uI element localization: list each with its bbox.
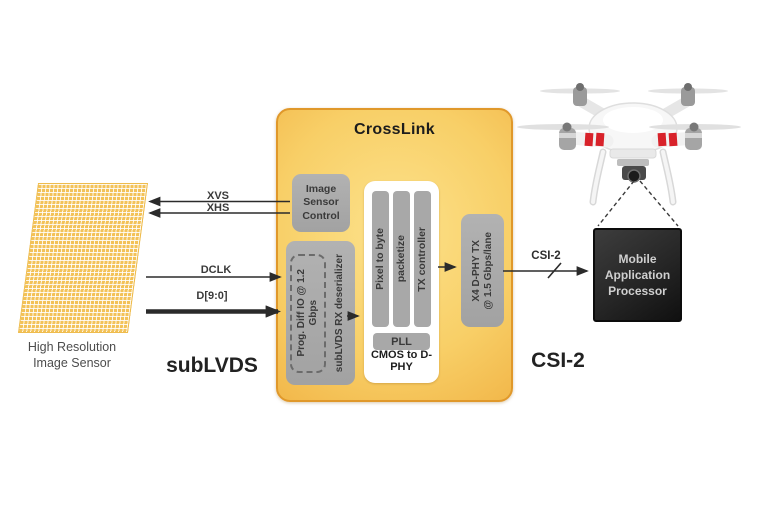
drone-camera-lens-icon: [627, 169, 641, 183]
drone-red-stripe-right-1: [657, 132, 667, 147]
drone-rear-left-motor: [573, 87, 587, 106]
dphy-tx-label: X4 D-PHY TX @ 1.5 Gbps/lane: [470, 231, 494, 310]
packetize-label: packetize: [395, 235, 408, 283]
drone-rear-right-motor-cap: [684, 83, 692, 91]
drone-front-left-motor-cap: [562, 122, 572, 132]
tx-controller-block: TX controller: [414, 191, 431, 327]
rx-deserializer-label: subLVDS RX deserializer: [333, 253, 345, 373]
pll-block: PLL: [373, 333, 430, 350]
tx-controller-label: TX controller: [416, 226, 429, 292]
drone-illustration: [517, 83, 741, 206]
prog-diff-io-label: Prog. Diff IO @ 1.2 Gbps: [295, 269, 319, 357]
xhs-label: XHS: [206, 202, 230, 214]
pixel-to-byte-block: Pixel to byte: [372, 191, 389, 327]
crosslink-title: CrossLink: [354, 121, 435, 138]
csi2-bus-slash: [547, 262, 562, 279]
pipeline-bars: Pixel to byte packetize TX controller: [372, 191, 431, 327]
packetize-block: packetize: [393, 191, 410, 327]
image-sensor-grid: [17, 183, 148, 333]
cmos-to-dphy-pipeline: Pixel to byte packetize TX controller PL…: [364, 181, 439, 383]
sublvds-interface-label: subLVDS: [166, 354, 258, 377]
rx-deserializer-label-wrap: subLVDS RX deserializer: [328, 241, 352, 385]
prog-diff-io-dashed-region: Prog. Diff IO @ 1.2 Gbps: [289, 253, 326, 373]
drone-red-stripe-left-1: [584, 132, 594, 147]
csi2-interface-label: CSI-2: [531, 349, 585, 372]
drone-front-right-motor-cap: [689, 122, 699, 132]
pixel-to-byte-label: Pixel to byte: [374, 228, 387, 290]
drone-rear-left-motor-cap: [576, 83, 584, 91]
crosslink-block: CrossLink Image Sensor Control Prog. Dif…: [276, 108, 513, 402]
mobile-application-processor-block: Mobile Application Processor: [593, 228, 682, 322]
dclk-label: DCLK: [200, 264, 232, 276]
csi2-link-label: CSI-2: [531, 250, 561, 262]
drone-red-stripe-left-2: [595, 132, 605, 147]
drone-red-stripe-right-2: [668, 132, 678, 147]
sublvds-rx-deserializer-block: Prog. Diff IO @ 1.2 Gbps subLVDS RX dese…: [286, 241, 355, 385]
drone-rear-right-motor: [681, 87, 695, 106]
drone-front-left-motor-band: [559, 133, 576, 138]
drone-front-right-motor-band: [685, 133, 702, 138]
xvs-label: XVS: [206, 190, 229, 202]
image-sensor-label: High Resolution Image Sensor: [27, 340, 117, 371]
drone-left-leg: [591, 150, 605, 204]
drone-gimbal-bracket: [617, 159, 649, 166]
drone-body-highlight: [603, 107, 663, 133]
d90-label: D[9:0]: [196, 290, 228, 302]
drone-belly-plate: [609, 148, 657, 159]
dphy-tx-block: X4 D-PHY TX @ 1.5 Gbps/lane: [461, 214, 504, 327]
image-sensor-control-block: Image Sensor Control: [292, 174, 350, 232]
cmos-to-dphy-caption: CMOS to D-PHY: [370, 349, 433, 373]
